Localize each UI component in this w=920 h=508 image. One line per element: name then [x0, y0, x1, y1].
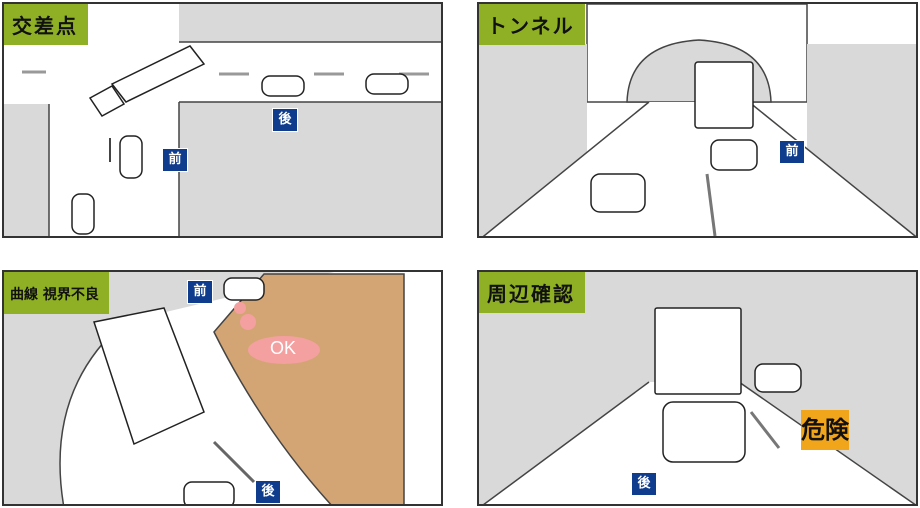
front-badge: 前: [162, 148, 188, 172]
building-block: [179, 102, 441, 236]
car-icon: [590, 139, 758, 213]
truck-icon: [88, 45, 206, 117]
danger-label: 危険: [801, 410, 849, 450]
rear-badge: 後: [272, 108, 298, 132]
ok-bubble: [248, 336, 320, 364]
front-badge: 前: [779, 140, 805, 164]
rear-badge: 後: [631, 472, 657, 496]
truck-icon: [93, 307, 205, 446]
panel-title: 曲線 視界不良: [4, 272, 109, 314]
panel-intersection: 交差点 後 前: [2, 2, 443, 238]
car-icon: [662, 363, 802, 463]
ok-label: OK: [270, 338, 297, 358]
building-block: [4, 104, 49, 236]
panel-surroundings: 周辺確認 後 危険: [477, 270, 918, 506]
panel-curve: 曲線 視界不良 前 OK 後: [2, 270, 443, 506]
car-icon: [183, 277, 265, 504]
front-badge: 前: [187, 280, 213, 304]
building-block: [179, 4, 441, 42]
panel-title: 交差点: [4, 4, 88, 45]
panel-title: 周辺確認: [479, 272, 585, 313]
intersection-scene: [4, 4, 441, 236]
car-icon: [71, 73, 409, 235]
truck-icon: [654, 307, 742, 395]
hill: [213, 273, 405, 504]
panel-tunnel: トンネル 前: [477, 2, 918, 238]
truck-icon: [694, 61, 754, 129]
curve-scene: [4, 272, 441, 504]
rear-badge: 後: [255, 480, 281, 504]
panel-title: トンネル: [479, 4, 585, 45]
